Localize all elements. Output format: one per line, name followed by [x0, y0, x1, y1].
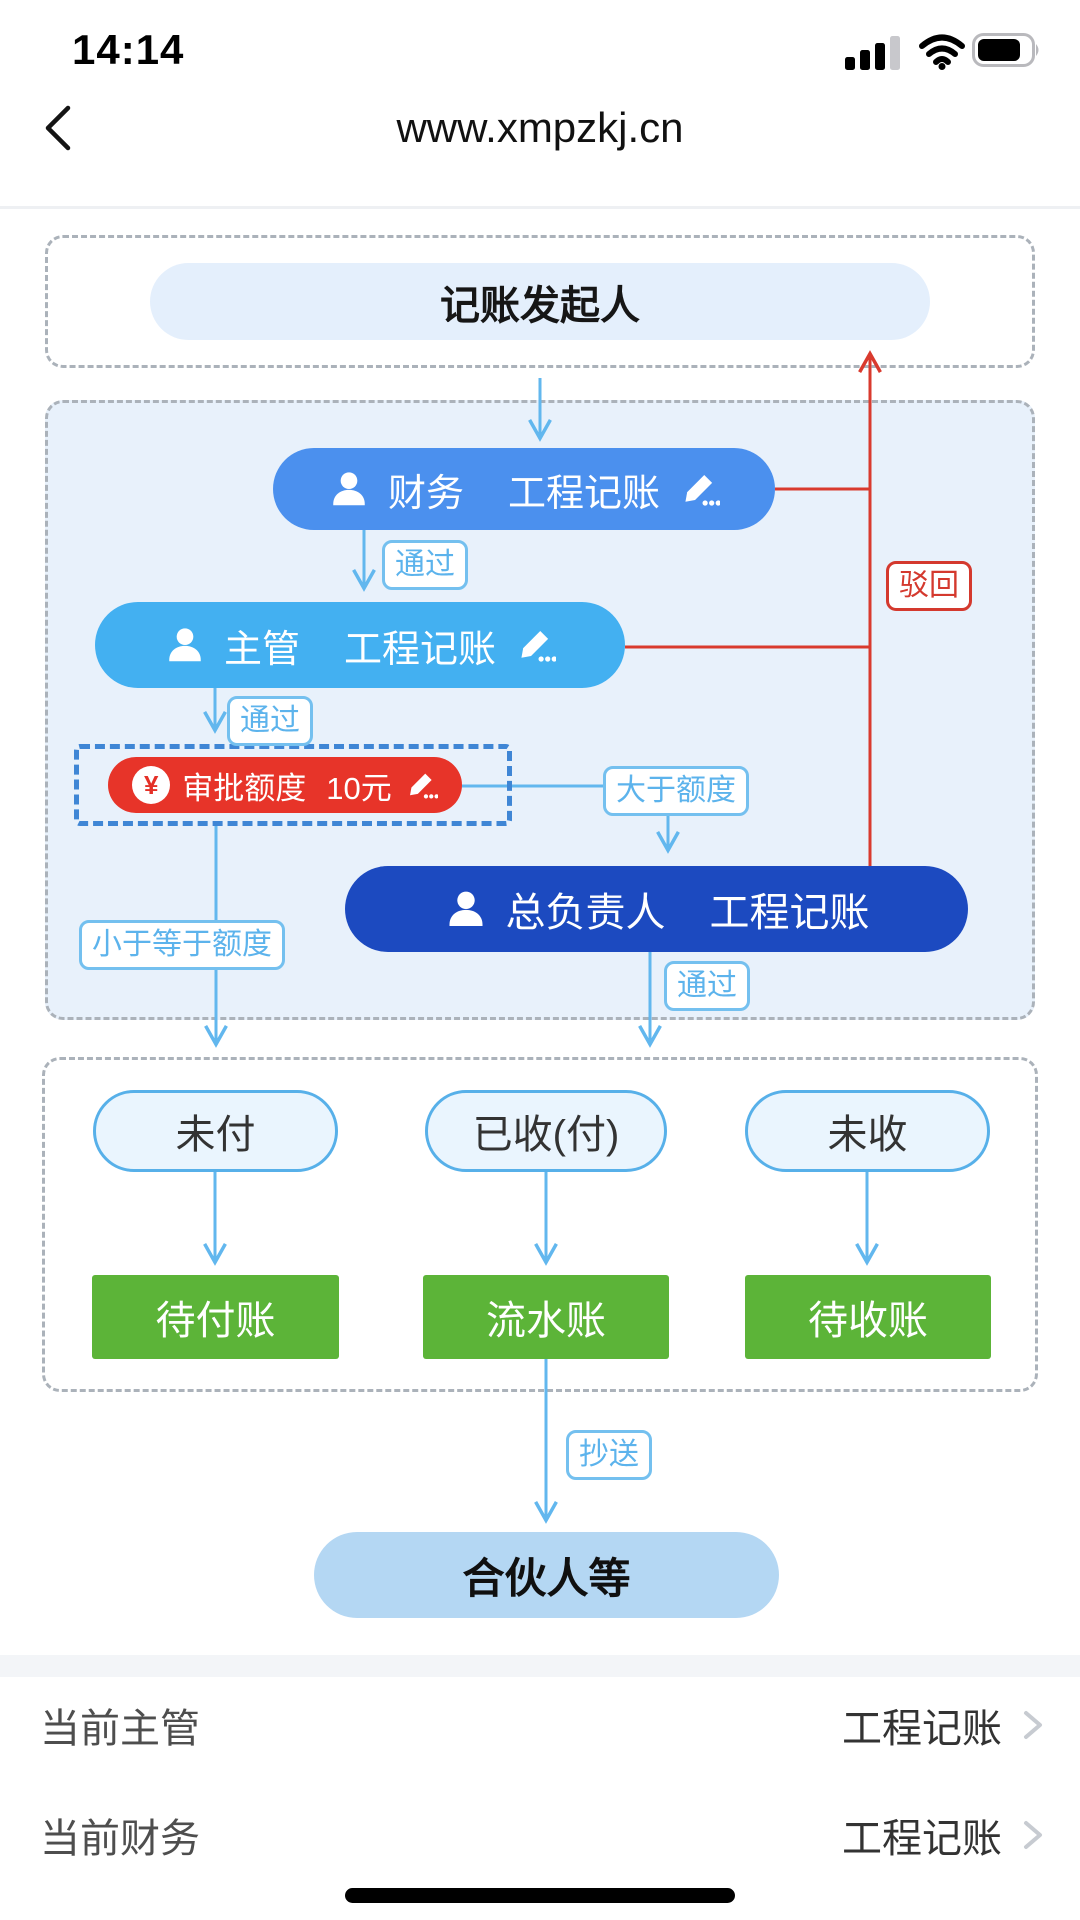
chevron-left-icon — [34, 100, 94, 156]
node-ledger-payable: 待付账 — [92, 1275, 339, 1359]
ledger-label: 待付账 — [155, 1299, 276, 1343]
node-chief-approver: 总负责人 工程记账 — [345, 866, 968, 952]
person-icon — [328, 468, 370, 510]
node-chief-role: 总负责人 — [505, 891, 666, 935]
signal-icon — [845, 36, 907, 70]
row-label: 当前主管 — [40, 1707, 200, 1751]
node-manager-name: 工程记账 — [344, 628, 497, 671]
yuan-icon: ¥ — [132, 766, 171, 804]
section-divider — [0, 1655, 1080, 1677]
node-manager-role: 主管 — [223, 628, 300, 671]
chevron-right-icon — [1016, 1817, 1050, 1853]
node-status-unpaid: 未付 — [93, 1090, 338, 1172]
row-value: 工程记账 — [842, 1707, 1002, 1751]
node-status-received-paid: 已收(付) — [425, 1090, 667, 1172]
back-button[interactable] — [34, 100, 94, 160]
status-label: 未收 — [827, 1113, 908, 1157]
nav-divider — [0, 206, 1080, 209]
node-initiator: 记账发起人 — [150, 263, 930, 340]
edge-label-less-equal-quota: 小于等于额度 — [79, 920, 285, 970]
node-approval-quota[interactable]: ¥ 审批额度 10元 — [108, 757, 462, 813]
battery-icon — [972, 33, 1042, 67]
row-current-manager[interactable]: 当前主管 工程记账 — [0, 1682, 1080, 1768]
edge-label-approve-1: 通过 — [382, 540, 468, 590]
page-title: www.xmpzkj.cn — [396, 104, 684, 151]
edit-icon[interactable] — [514, 624, 557, 666]
quota-label: 审批额度 — [182, 770, 307, 806]
status-time: 14:14 — [72, 26, 185, 73]
status-label: 已收(付) — [472, 1113, 620, 1157]
node-ledger-receivable: 待收账 — [745, 1275, 991, 1359]
row-value: 工程记账 — [842, 1817, 1002, 1861]
person-icon — [444, 887, 488, 931]
row-current-finance[interactable]: 当前财务 工程记账 — [0, 1792, 1080, 1878]
edge-label-greater-than-quota: 大于额度 — [603, 766, 749, 816]
ledger-label: 流水账 — [486, 1299, 606, 1343]
edit-icon[interactable] — [404, 768, 438, 802]
person-icon — [164, 624, 206, 666]
node-initiator-label: 记账发起人 — [440, 283, 640, 328]
quota-value: 10元 — [326, 770, 392, 806]
chevron-right-icon — [1016, 1707, 1050, 1743]
node-manager-approver[interactable]: 主管 工程记账 — [95, 602, 625, 688]
ledger-label: 待收账 — [808, 1299, 928, 1343]
edit-icon[interactable] — [678, 468, 721, 510]
node-finance-approver[interactable]: 财务 工程记账 — [273, 448, 775, 530]
edge-label-approve-3: 通过 — [664, 961, 750, 1011]
edge-label-reject: 驳回 — [886, 561, 972, 611]
wifi-icon — [918, 34, 966, 70]
edge-label-approve-2: 通过 — [227, 696, 313, 746]
node-partner-label: 合伙人等 — [462, 1554, 631, 1602]
node-ledger-journal: 流水账 — [423, 1275, 669, 1359]
node-finance-role: 财务 — [387, 472, 464, 515]
edge-label-cc: 抄送 — [566, 1430, 652, 1480]
row-label: 当前财务 — [40, 1817, 200, 1861]
node-partner: 合伙人等 — [314, 1532, 779, 1618]
node-status-unreceived: 未收 — [745, 1090, 990, 1172]
status-label: 未付 — [175, 1113, 256, 1157]
node-chief-name: 工程记账 — [709, 891, 870, 935]
node-finance-name: 工程记账 — [508, 472, 661, 515]
home-indicator[interactable] — [345, 1888, 735, 1903]
